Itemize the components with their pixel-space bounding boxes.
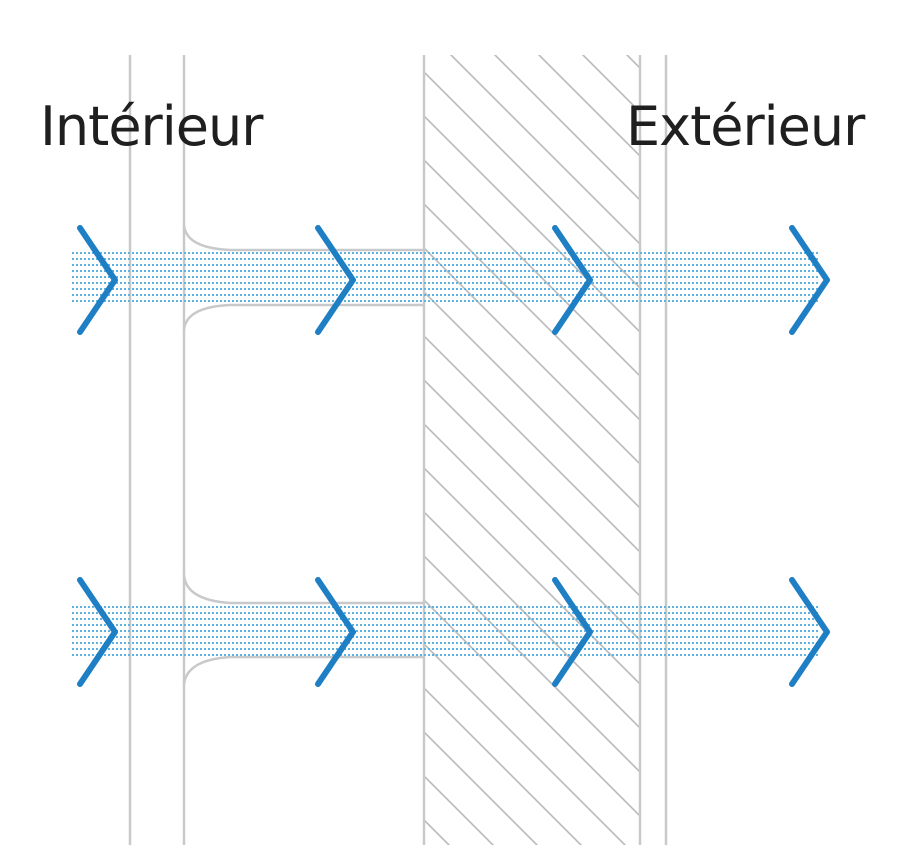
flow-top-dotted-band [72, 251, 820, 305]
chevron-right-icon [315, 225, 356, 335]
chevron-right-icon [77, 225, 118, 335]
chevron-right-icon [552, 225, 593, 335]
flow-bottom-dotted-band [72, 604, 820, 658]
chevron-right-icon [77, 577, 118, 687]
flow-bottom [72, 577, 830, 687]
insulation-hatched-layer [424, 55, 640, 845]
interior-label: Intérieur [40, 95, 263, 158]
membrane-bulge-top [182, 224, 425, 331]
flow-top [72, 225, 830, 335]
chevron-right-icon [789, 225, 830, 335]
chevron-right-icon [315, 577, 356, 687]
chevron-right-icon [789, 577, 830, 687]
exterior-label: Extérieur [626, 95, 865, 158]
chevron-right-icon [552, 577, 593, 687]
